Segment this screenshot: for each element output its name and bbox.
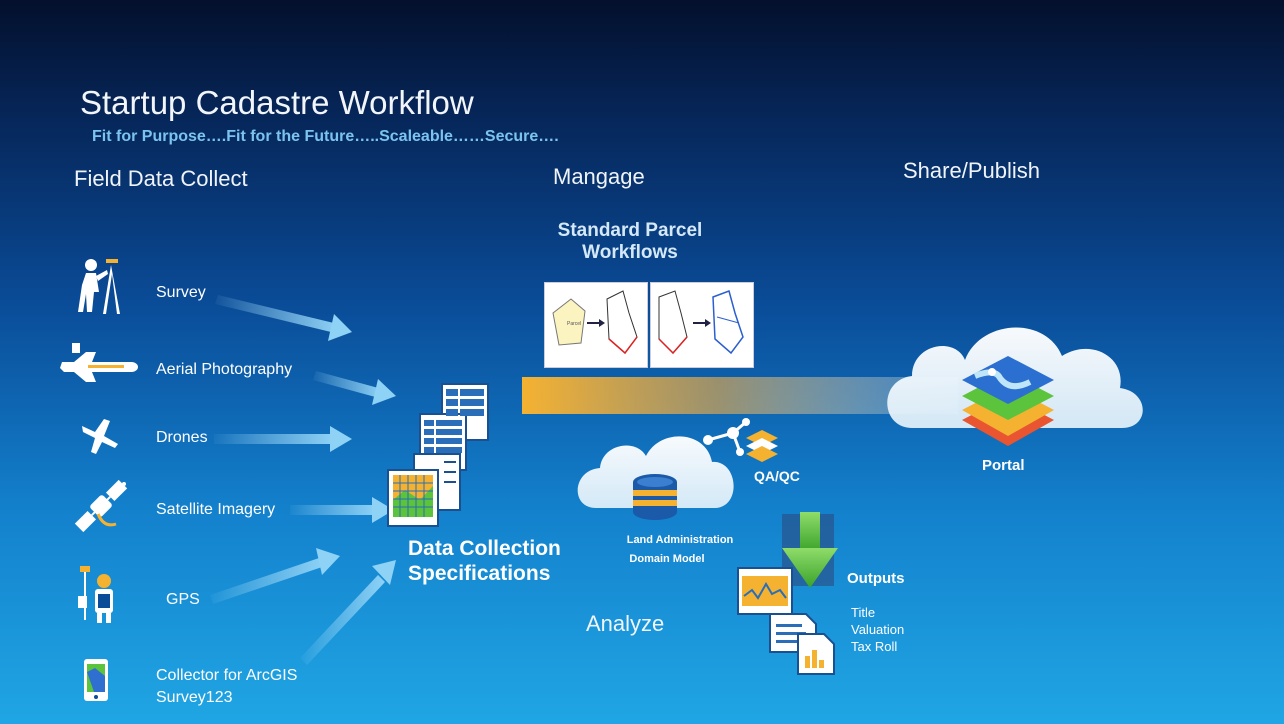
drones-arrow xyxy=(214,426,352,452)
satellite-icon xyxy=(74,479,128,533)
slide-title: Startup Cadastre Workflow xyxy=(80,84,474,121)
source-label-drones: Drones xyxy=(156,429,208,446)
source-label-survey: Survey xyxy=(156,284,206,301)
collector-arrow xyxy=(300,560,396,665)
heading-manage: Mangage xyxy=(553,164,645,189)
heading-analyze: Analyze xyxy=(586,611,665,636)
outputs-label: Outputs xyxy=(847,570,905,587)
qaqc-label: QA/QC xyxy=(754,468,800,484)
output-item-tax-roll: Tax Roll xyxy=(851,639,898,654)
standard-line-2: Workflows xyxy=(582,242,678,263)
source-label-collector: Collector for ArcGIS xyxy=(156,667,298,684)
output-item-valuation: Valuation xyxy=(851,622,905,637)
mobile-app-icon xyxy=(84,659,108,701)
portal-map-layers-icon xyxy=(962,356,1054,446)
slide-subtitle: Fit for Purpose….Fit for the Future…..Sc… xyxy=(92,128,559,145)
database-icon xyxy=(633,474,677,520)
qaqc-network-icon xyxy=(703,418,778,462)
heading-share-publish: Share/Publish xyxy=(903,158,1040,183)
parcel-workflow-thumbnail-1: Parcel xyxy=(544,282,648,368)
model-line-2: Domain Model xyxy=(629,553,705,565)
land-admin-domain-model-label: Land Administration Domain Model xyxy=(600,531,760,569)
standard-parcel-workflows-label: Standard Parcel Workflows xyxy=(520,220,740,264)
aircraft-icon xyxy=(60,343,138,382)
document-bar-chart-icon xyxy=(797,633,835,675)
source-label-aerial: Aerial Photography xyxy=(156,361,293,378)
drone-icon xyxy=(82,419,118,454)
aerial-arrow xyxy=(313,371,396,405)
survey-arrow xyxy=(215,295,352,341)
source-label-gps: GPS xyxy=(166,591,200,608)
gps-arrow xyxy=(210,548,340,604)
surveyor-icon xyxy=(78,259,120,314)
land-admin-cloud-icon xyxy=(577,436,734,508)
source-label-survey123: Survey123 xyxy=(156,689,233,706)
source-label-satellite: Satellite Imagery xyxy=(156,501,276,518)
specs-line-1: Data Collection xyxy=(408,537,561,560)
output-item-title: Title xyxy=(851,605,876,620)
data-collection-specifications-label: Data Collection Specifications xyxy=(408,536,561,586)
report-chart-icon xyxy=(737,567,793,615)
standard-line-1: Standard Parcel xyxy=(557,220,703,241)
model-line-1: Land Administration xyxy=(626,534,734,546)
portal-label: Portal xyxy=(982,457,1025,474)
parcel-workflow-thumbnail-2 xyxy=(650,282,754,368)
heading-field-data-collect: Field Data Collect xyxy=(74,166,248,191)
workflow-band xyxy=(522,377,958,414)
gps-surveyor-icon xyxy=(78,566,113,623)
svg-text:Parcel: Parcel xyxy=(567,321,581,327)
satellite-arrow xyxy=(290,497,394,523)
specs-line-2: Specifications xyxy=(408,562,551,585)
spec-documents-icon xyxy=(387,383,489,527)
